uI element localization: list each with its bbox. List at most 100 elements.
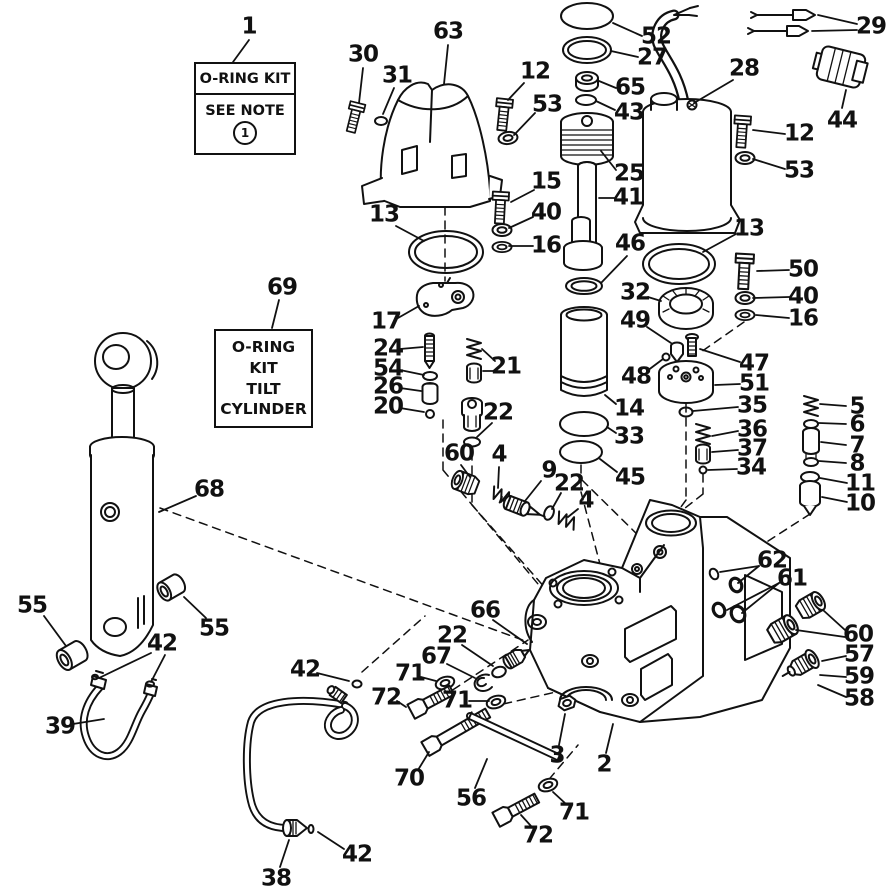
part-piston	[563, 216, 603, 295]
callout-16: 16	[530, 232, 562, 259]
part-end-cap-plate	[415, 277, 475, 317]
leader-line-14	[604, 394, 617, 405]
leader-line-11	[819, 477, 848, 484]
tilt-cylinder-kit-box: O-RING KIT TILT CYLINDER	[214, 329, 313, 428]
callout-33: 33	[613, 423, 645, 450]
leader-line-49	[646, 326, 672, 344]
leader-line-22	[551, 492, 562, 510]
leader-line-63	[443, 44, 449, 85]
part-oring-13-right	[642, 243, 716, 285]
leader-line-45	[599, 458, 618, 473]
part-washer-53-right	[734, 151, 756, 165]
part-tube-56	[466, 711, 563, 763]
callout-67: 67	[420, 643, 452, 670]
callout-29: 29	[855, 13, 887, 40]
part-bolt-70	[420, 707, 492, 757]
callout-58: 58	[843, 685, 875, 712]
leader-line-17	[397, 305, 420, 319]
part-valve-37	[695, 443, 711, 465]
leader-line-62	[719, 565, 760, 573]
leader-line-48	[646, 358, 664, 372]
part-manifold-body	[524, 499, 791, 723]
part-valve-7	[802, 427, 820, 459]
leader-line-50	[756, 269, 790, 272]
leader-line-47	[699, 348, 741, 363]
callout-39: 39	[44, 713, 76, 740]
leader-line-7	[820, 441, 847, 446]
callout-24: 24	[372, 335, 404, 362]
leader-line-44	[841, 89, 847, 109]
callout-7: 7	[849, 432, 865, 459]
leader-line-13	[702, 233, 737, 253]
part-oring-43	[575, 94, 597, 106]
callout-34: 34	[735, 454, 767, 481]
callout-20: 20	[372, 393, 404, 420]
callout-57: 57	[843, 641, 875, 668]
part-washer-40	[491, 223, 513, 237]
leader-line-53	[513, 112, 536, 136]
part-bolt-30	[342, 100, 367, 135]
leader-line-13	[395, 225, 425, 242]
callout-3: 3	[549, 742, 565, 769]
callout-1: 1	[241, 13, 257, 40]
callout-48: 48	[620, 363, 652, 390]
leader-line-20	[399, 407, 425, 413]
part-spring-36	[695, 423, 711, 445]
part-valve-9	[498, 494, 546, 518]
part-ball-20	[425, 409, 435, 419]
part-bolt-12-left	[492, 97, 514, 133]
leader-line-21	[481, 348, 496, 362]
callout-38: 38	[260, 865, 292, 892]
part-nut-3	[557, 694, 577, 712]
leader-line-60	[460, 464, 471, 478]
part-connector-housing	[811, 45, 869, 89]
callout-53: 53	[783, 157, 815, 184]
callout-55: 55	[16, 592, 48, 619]
callout-43: 43	[613, 99, 645, 126]
leader-line-16	[755, 314, 790, 319]
leader-line-55	[43, 615, 67, 647]
leader-line-4	[497, 466, 500, 489]
leader-line-24	[399, 346, 424, 350]
part-oring-42-hose-b	[145, 680, 155, 688]
callout-71: 71	[441, 687, 473, 714]
callout-2: 2	[596, 751, 612, 778]
part-valve-26	[421, 382, 439, 405]
parts	[55, 2, 869, 837]
leader-line-22	[476, 422, 493, 438]
part-oring-22-mid	[543, 505, 555, 521]
leader-line-58	[817, 684, 847, 698]
callout-68: 68	[193, 476, 225, 503]
part-snap-washer-67	[473, 673, 493, 693]
part-bolt-12-right	[731, 114, 752, 149]
part-ball-34	[698, 465, 708, 475]
part-oring-13-left	[408, 230, 484, 274]
leader-line-39	[72, 718, 105, 725]
leader-line-31	[382, 87, 395, 115]
part-valve-body-21	[461, 397, 483, 432]
leader-line-40	[752, 296, 790, 299]
callout-32: 32	[619, 279, 651, 306]
part-washer-40-right	[734, 291, 756, 305]
callout-42: 42	[146, 630, 178, 657]
leader-lines	[43, 14, 858, 868]
callout-70: 70	[393, 765, 425, 792]
part-oring-22-lower	[491, 665, 507, 679]
callout-55: 55	[198, 615, 230, 642]
callout-16: 16	[787, 305, 819, 332]
callout-65: 65	[614, 74, 646, 101]
part-spring-5	[803, 395, 819, 417]
callout-40: 40	[787, 283, 819, 310]
leader-line-55	[183, 596, 207, 619]
part-oring-52	[560, 2, 614, 30]
callout-53: 53	[531, 91, 563, 118]
callout-13: 13	[368, 201, 400, 228]
callout-51: 51	[738, 370, 770, 397]
callout-12: 12	[519, 58, 551, 85]
part-valve-60	[448, 468, 482, 498]
part-oring-6	[803, 419, 819, 429]
part-pump-body-51	[658, 360, 714, 404]
note-box-see-note: SEE NOTE	[205, 103, 285, 119]
callout-13: 13	[733, 215, 765, 242]
part-bushing-55-left	[55, 640, 89, 671]
